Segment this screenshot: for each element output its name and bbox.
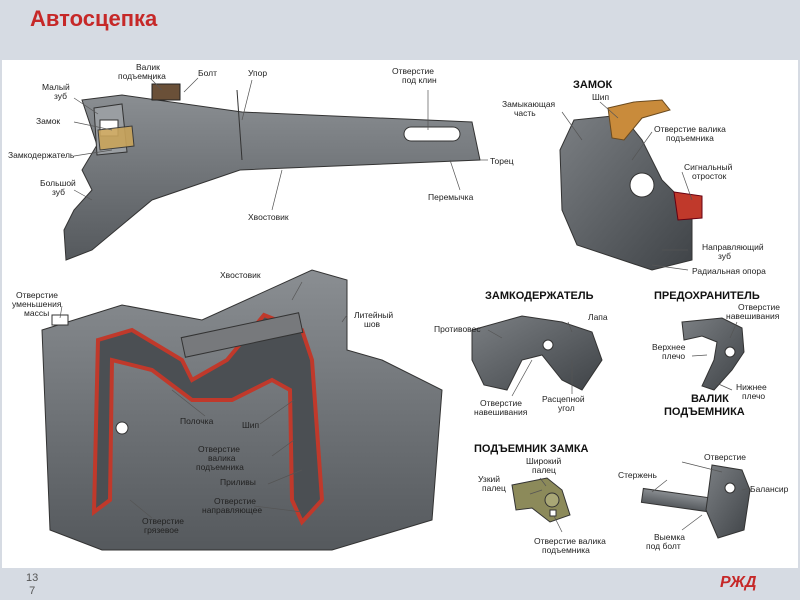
label-guide-hole-1: Отверстие bbox=[214, 496, 256, 506]
rzd-logo: РЖД bbox=[720, 574, 757, 591]
header-lifter: ПОДЪЕМНИК ЗАМКА bbox=[474, 443, 589, 455]
label-rod: Стержень bbox=[618, 470, 657, 480]
label-wide-finger-2: палец bbox=[532, 465, 556, 475]
label-lower-arm-2: плечо bbox=[742, 391, 765, 401]
label-mass-hole-3: массы bbox=[24, 308, 49, 318]
label-roller-hole2-3: подъемника bbox=[196, 462, 244, 472]
coupler-side-view bbox=[63, 83, 481, 261]
lock-holder-part bbox=[471, 315, 603, 391]
label-wedge-hole-1: Отверстие bbox=[392, 66, 434, 76]
header-lock: ЗАМОК bbox=[573, 79, 613, 91]
label-mass-hole-1: Отверстие bbox=[16, 290, 58, 300]
label-locking-part-1: Замыкающая bbox=[502, 99, 556, 109]
label-bolt-notch-1: Выемка bbox=[654, 532, 685, 542]
label-shelf: Полочка bbox=[180, 416, 214, 426]
label-small-tooth-2: зуб bbox=[54, 91, 67, 101]
page-number: 13 7 bbox=[26, 572, 38, 598]
page-title: Автосцепка bbox=[30, 6, 158, 31]
header-roller-l2: ПОДЪЕМНИКА bbox=[664, 406, 745, 418]
label-small-tooth-1: Малый bbox=[42, 82, 70, 92]
label-dirt-hole-1: Отверстие bbox=[142, 516, 184, 526]
label-narrow-finger-1: Узкий bbox=[478, 474, 500, 484]
lock-lifter-part bbox=[511, 477, 571, 523]
label-hang-hole3-2: навешивания bbox=[726, 311, 780, 321]
label-hang-hole-1: Отверстие bbox=[480, 398, 522, 408]
label-hole: Отверстие bbox=[704, 452, 746, 462]
label-roller-hole3-1: Отверстие валика bbox=[534, 536, 606, 546]
label-dirt-hole-2: грязевое bbox=[144, 525, 179, 535]
header-safety: ПРЕДОХРАНИТЕЛЬ bbox=[654, 290, 760, 302]
page-number-line2: 7 bbox=[29, 585, 36, 597]
label-roller-hole2-2: валика bbox=[208, 453, 236, 463]
label-lower-arm-1: Нижнее bbox=[736, 382, 767, 392]
label-hang-hole3-1: Отверстие bbox=[738, 302, 780, 312]
label-narrow-finger-2: палец bbox=[482, 483, 506, 493]
header-roller-l1: ВАЛИК bbox=[691, 393, 729, 405]
label-cast-seam-1: Литейный bbox=[354, 310, 393, 320]
label-locking-part-2: часть bbox=[514, 108, 536, 118]
lock-part bbox=[559, 99, 703, 271]
label-upper-arm-2: плечо bbox=[662, 351, 685, 361]
label-bolt: Болт bbox=[198, 68, 217, 78]
header-lock-holder: ЗАМКОДЕРЖАТЕЛЬ bbox=[485, 290, 594, 302]
label-split-angle-2: угол bbox=[558, 403, 575, 413]
label-spike2: Шип bbox=[242, 420, 260, 430]
label-roller-lifter-1: Валик bbox=[136, 62, 160, 72]
label-stop: Упор bbox=[248, 68, 267, 78]
label-paw: Лапа bbox=[588, 312, 608, 322]
label-big-tooth-1: Большой bbox=[40, 178, 76, 188]
label-tides: Приливы bbox=[220, 477, 256, 487]
safety-part bbox=[681, 317, 745, 391]
label-signal-2: отросток bbox=[692, 171, 727, 181]
label-butt: Торец bbox=[490, 156, 514, 166]
label-upper-arm-1: Верхнее bbox=[652, 342, 686, 352]
label-roller-lifter-2: подъемника bbox=[118, 71, 166, 81]
label-guide-tooth-2: зуб bbox=[718, 251, 731, 261]
label-mass-hole-2: уменьшения bbox=[12, 299, 62, 309]
label-split-angle-1: Расцепной bbox=[542, 394, 585, 404]
label-roller-hole-2: подъемника bbox=[666, 133, 714, 143]
label-bridge: Перемычка bbox=[428, 192, 474, 202]
coupler-cutaway bbox=[41, 269, 443, 551]
label-guide-hole-2: направляющее bbox=[202, 505, 262, 515]
label-shank2: Хвостовик bbox=[220, 270, 261, 280]
label-cast-seam-2: шов bbox=[364, 319, 381, 329]
label-roller-hole2-1: Отверстие bbox=[198, 444, 240, 454]
label-big-tooth-2: зуб bbox=[52, 187, 65, 197]
label-spike: Шип bbox=[592, 92, 610, 102]
leader-lines bbox=[59, 77, 751, 533]
label-wedge-hole-2: под клин bbox=[402, 75, 437, 85]
label-lock: Замок bbox=[36, 116, 60, 126]
label-wide-finger-1: Широкий bbox=[526, 456, 561, 466]
diagram-panel: ЗАМОК ЗАМКОДЕРЖАТЕЛЬ ПРЕДОХРАНИТЕЛЬ ВАЛИ… bbox=[2, 60, 798, 568]
label-hang-hole-2: навешивания bbox=[474, 407, 528, 417]
label-radial-support: Радиальная опора bbox=[692, 266, 766, 276]
label-roller-hole3-2: подъемника bbox=[542, 545, 590, 555]
label-bolt-notch-2: под болт bbox=[646, 541, 681, 551]
label-guide-tooth-1: Направляющий bbox=[702, 242, 764, 252]
label-signal-1: Сигнальный bbox=[684, 162, 733, 172]
label-shank: Хвостовик bbox=[248, 212, 289, 222]
label-counterweight: Противовес bbox=[434, 324, 481, 334]
page-number-line1: 13 bbox=[26, 572, 39, 584]
label-lock-holder: Замкодержатель bbox=[8, 150, 75, 160]
label-roller-hole-1: Отверстие валика bbox=[654, 124, 726, 134]
coupler-diagram: ЗАМОК ЗАМКОДЕРЖАТЕЛЬ ПРЕДОХРАНИТЕЛЬ ВАЛИ… bbox=[8, 62, 789, 555]
lifter-roller-part bbox=[640, 464, 751, 539]
label-balancer: Балансир bbox=[750, 484, 789, 494]
